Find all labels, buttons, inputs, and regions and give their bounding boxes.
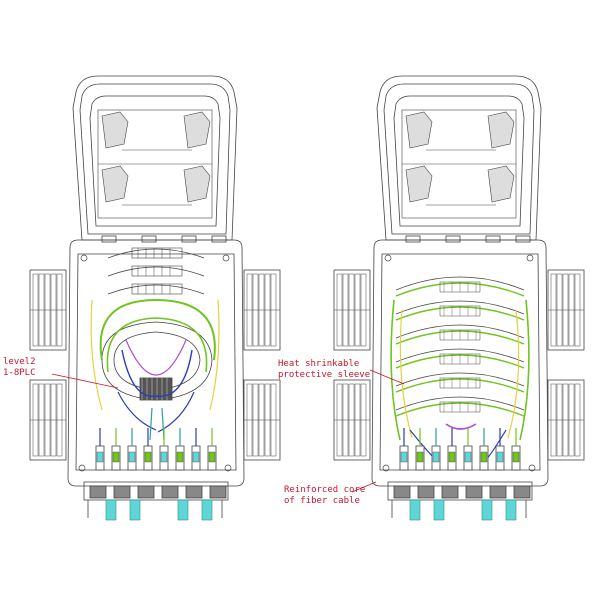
box-lid [376,75,542,241]
plc-label-line1: level2 [3,357,36,367]
sleeve-label-line1: Heat shrinkable [278,359,360,369]
box-body [29,235,281,487]
cable-ports [387,481,533,521]
core-label-line2: of fiber cable [284,496,360,506]
side-gland [333,269,371,351]
fiber-distribution-box-plc-icon [29,75,281,521]
sleeve-label-line2: protective sleeve [278,370,371,380]
adapter-row [399,428,521,471]
box-lid [72,75,238,241]
adapter-row [95,428,217,471]
side-gland [29,269,67,351]
fiber-distribution-box-splice-icon [333,75,585,521]
side-gland [547,269,585,351]
callout-lines [51,369,405,493]
side-gland [547,379,585,461]
plc-label-line2: 1-8PLC [3,368,36,378]
splice-area [390,276,530,461]
side-gland [243,269,281,351]
side-gland [29,379,67,461]
splice-area [90,247,220,441]
box-body [333,235,585,487]
side-gland [333,379,371,461]
cable-ports [83,481,229,521]
core-label-line1: Reinforced core [284,485,366,495]
side-gland [243,379,281,461]
